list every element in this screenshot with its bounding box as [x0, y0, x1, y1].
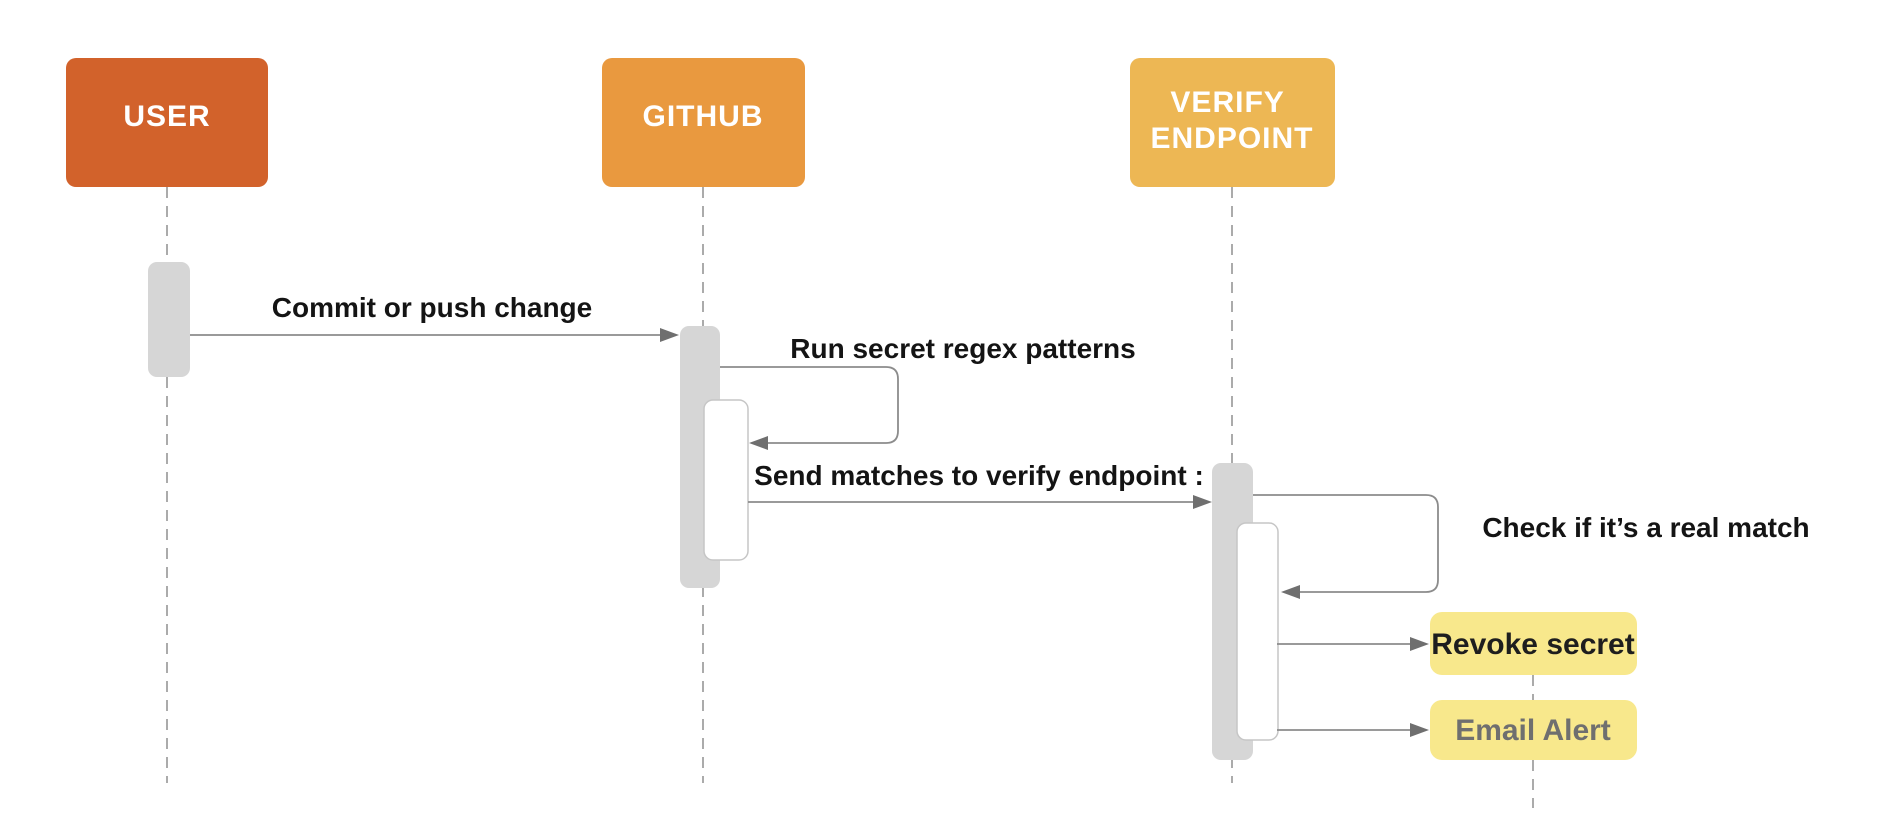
- self-loop-verify-endpoint: [1253, 494, 1439, 593]
- arrowhead-email-alert: [1410, 723, 1429, 737]
- node-email-alert: [1430, 700, 1637, 760]
- arrowhead-revoke-secret: [1410, 637, 1429, 651]
- actor-box-github: [602, 58, 805, 187]
- actor-label-verify-endpoint: VERIFY ENDPOINT: [1150, 86, 1313, 155]
- message-label-commit: Commit or push change: [272, 292, 592, 323]
- actor-label-user: USER: [123, 100, 210, 133]
- actor-box-user: [66, 58, 268, 187]
- actor-label-github: GITHUB: [643, 100, 764, 133]
- arrowhead-send-matches: [1193, 495, 1212, 509]
- arrowhead-commit: [660, 328, 679, 342]
- activation-bar-user: [148, 262, 190, 377]
- actor-label-verify-line1: VERIFY: [1170, 86, 1284, 119]
- message-label-send-matches: Send matches to verify endpoint :: [754, 460, 1204, 491]
- actor-box-verify-endpoint: [1130, 58, 1335, 187]
- arrowhead-run-regex: [749, 436, 768, 450]
- message-label-check-match: Check if it’s a real match: [1482, 512, 1809, 543]
- node-label-email-alert: Email Alert: [1455, 714, 1611, 747]
- nested-activation-verify-endpoint: [1236, 522, 1279, 741]
- node-revoke-secret: [1430, 612, 1637, 675]
- actor-label-verify-line2: ENDPOINT: [1150, 122, 1313, 155]
- self-loop-github: [720, 366, 899, 444]
- arrowhead-check-match: [1281, 585, 1300, 599]
- node-label-revoke-secret: Revoke secret: [1431, 628, 1634, 661]
- message-label-run-regex: Run secret regex patterns: [790, 333, 1135, 364]
- nested-activation-github: [703, 399, 749, 561]
